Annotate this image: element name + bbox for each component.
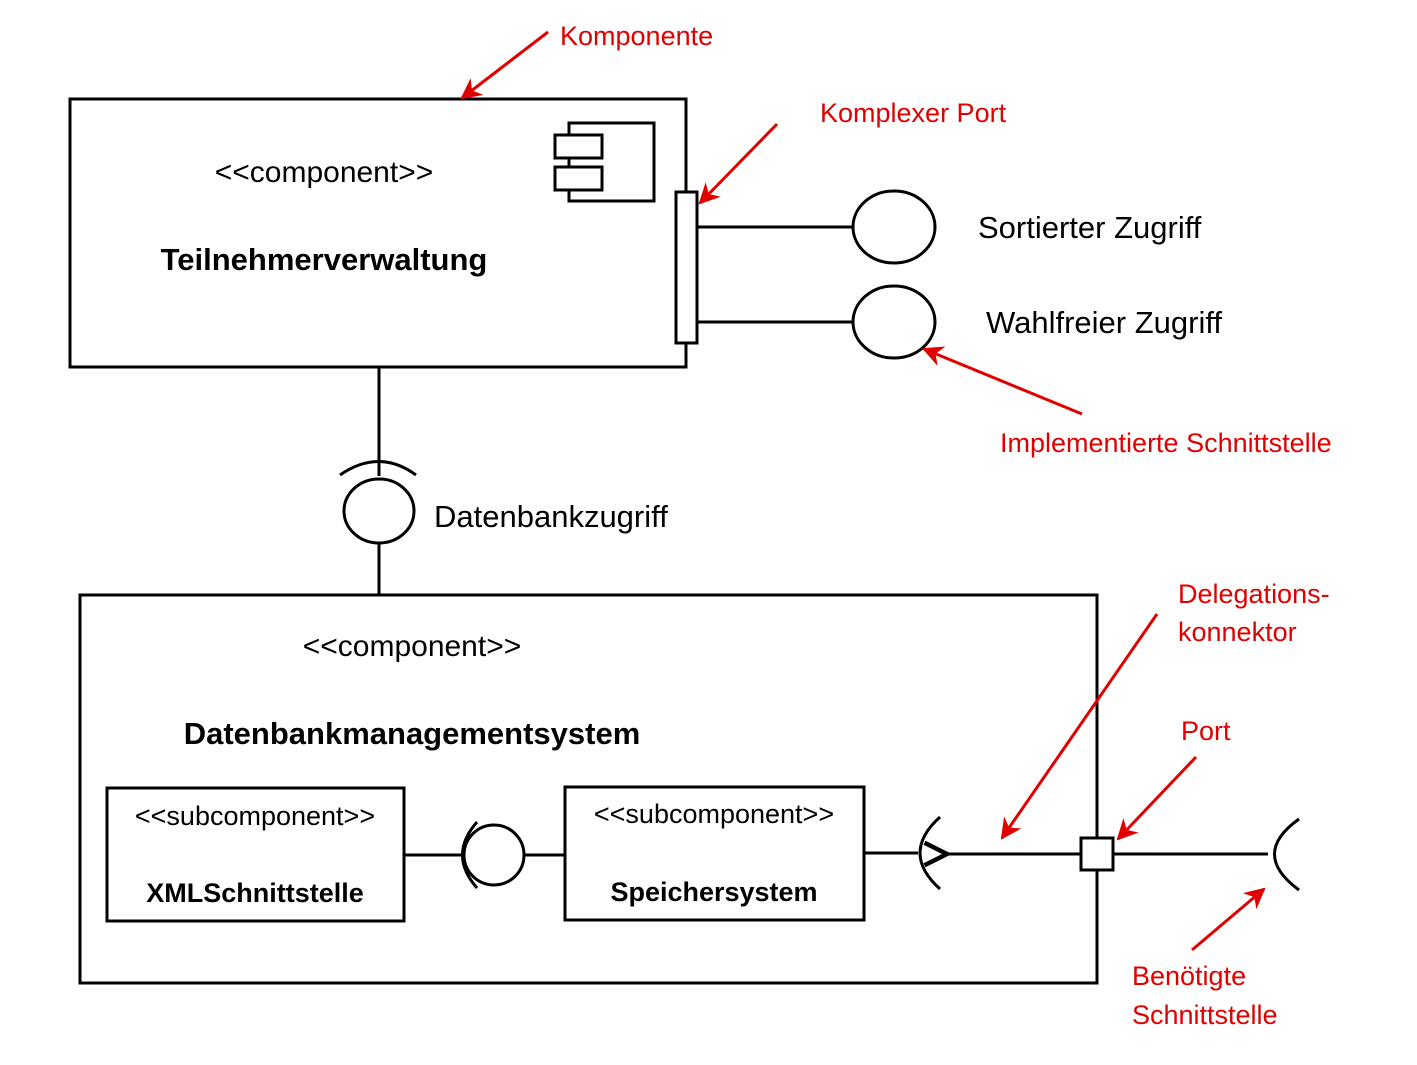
socket-icon [1273, 817, 1300, 892]
subcomponent-name: Speichersystem [610, 877, 817, 907]
component-teilnehmerverwaltung[interactable]: <<component>> Teilnehmerverwaltung [68, 97, 688, 369]
port[interactable] [1079, 836, 1115, 872]
svg-text:Benötigte: Benötigte [1132, 961, 1246, 991]
annotation-delegationskonnektor: Delegations- konnektor [1000, 579, 1330, 840]
component-stereotype: <<component>> [303, 630, 522, 663]
provided-interface-sorted[interactable]: Sortierter Zugriff [697, 189, 1202, 265]
subcomponent-name: XMLSchnittstelle [146, 878, 364, 908]
subcomponent-speichersystem[interactable]: <<subcomponent>> Speichersystem [563, 785, 866, 922]
svg-text:Port: Port [1181, 716, 1231, 746]
internal-assembly-connector[interactable] [404, 821, 565, 889]
svg-text:Schnittstelle: Schnittstelle [1132, 1000, 1278, 1030]
interface-label-sorted: Sortierter Zugriff [978, 210, 1202, 245]
component-name: Teilnehmerverwaltung [161, 242, 488, 277]
annotation-komponente: Komponente [460, 21, 713, 100]
socket-icon [339, 460, 417, 477]
lollipop-icon [342, 477, 416, 545]
component-stereotype: <<component>> [215, 156, 434, 189]
svg-text:Implementierte Schnittstelle: Implementierte Schnittstelle [1000, 428, 1332, 458]
component-name: Datenbankmanagementsystem [184, 716, 641, 751]
svg-text:Komponente: Komponente [560, 21, 713, 51]
lollipop-icon [851, 189, 937, 265]
socket-icon [918, 815, 942, 891]
provided-interface-random[interactable]: Wahlfreier Zugriff [697, 284, 1222, 360]
subcomponent-stereotype: <<subcomponent>> [135, 801, 375, 831]
annotation-port: Port [1116, 716, 1231, 841]
svg-text:konnektor: konnektor [1178, 617, 1297, 647]
assembly-connector-datenbankzugriff[interactable]: Datenbankzugriff [339, 367, 668, 595]
svg-text:Komplexer Port: Komplexer Port [820, 98, 1007, 128]
subcomponent-xmlschnittstelle[interactable]: <<subcomponent>> XMLSchnittstelle [105, 786, 406, 923]
lollipop-icon [851, 284, 937, 360]
required-interface-external[interactable] [1113, 817, 1300, 892]
interface-label-random: Wahlfreier Zugriff [986, 305, 1222, 340]
complex-port[interactable] [674, 190, 699, 345]
lollipop-icon [462, 823, 526, 887]
svg-text:Delegations-: Delegations- [1178, 579, 1330, 609]
subcomponent-stereotype: <<subcomponent>> [594, 799, 834, 829]
required-interface-speichersystem[interactable] [864, 815, 942, 891]
annotation-komplexer-port: Komplexer Port [698, 98, 1007, 205]
uml-component-icon [553, 121, 656, 203]
annotation-implementierte-schnittstelle: Implementierte Schnittstelle [922, 346, 1332, 458]
annotation-benoetigte-schnittstelle: Benötigte Schnittstelle [1132, 887, 1278, 1030]
interface-label-db: Datenbankzugriff [434, 499, 668, 534]
